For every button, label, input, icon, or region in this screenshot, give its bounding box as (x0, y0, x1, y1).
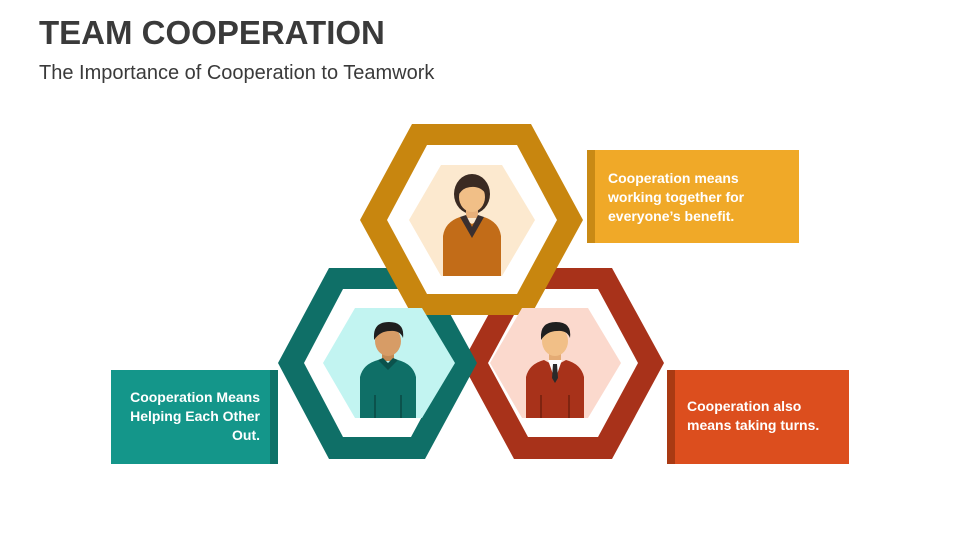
overlap-gap-left (418, 268, 440, 282)
callout-left: Cooperation Means Helping Each Other Out… (111, 370, 278, 464)
businessman-avatar-icon (526, 322, 584, 418)
inner-hex-gold (409, 165, 535, 276)
callout-top-accent (587, 150, 595, 243)
overlap-gap-right (506, 268, 528, 282)
callout-top: Cooperation means working together for e… (587, 150, 799, 243)
woman-avatar-icon (443, 174, 501, 276)
callout-left-accent (270, 370, 278, 464)
callout-top-text: Cooperation means working together for e… (608, 170, 745, 224)
callout-right: Cooperation also means taking turns. (667, 370, 849, 464)
page-title: TEAM COOPERATION (39, 14, 385, 51)
page-subtitle: The Importance of Cooperation to Teamwor… (39, 62, 435, 84)
callout-right-text: Cooperation also means taking turns. (687, 398, 820, 433)
man-avatar-icon (360, 322, 416, 418)
callout-right-accent (667, 370, 675, 464)
callout-left-text: Cooperation Means Helping Each Other Out… (130, 389, 260, 443)
